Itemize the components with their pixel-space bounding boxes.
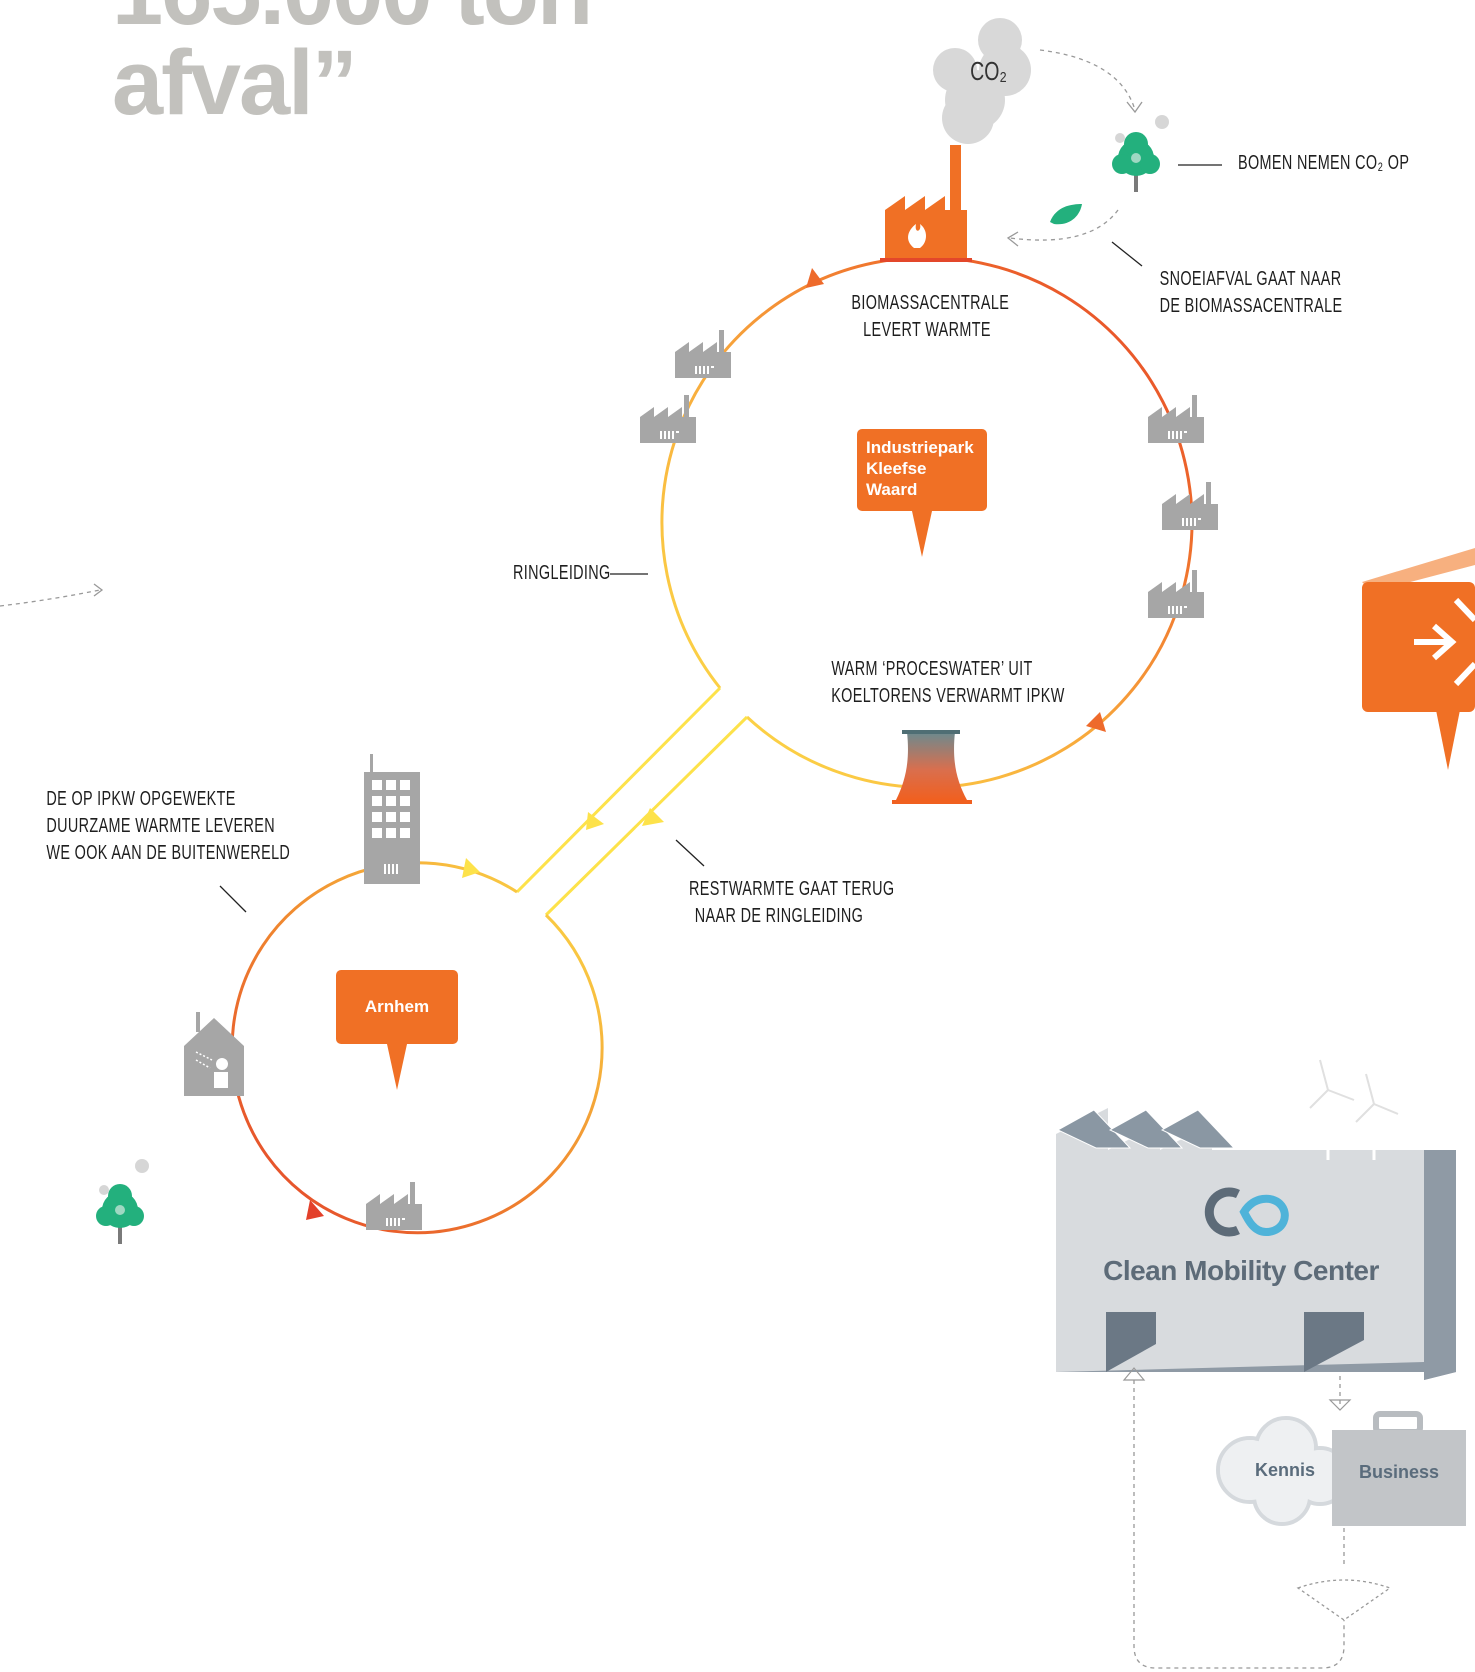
headline-line-1: 165.000 ton xyxy=(112,0,593,39)
factory-icon xyxy=(1148,395,1204,443)
factory-icon xyxy=(366,1182,422,1230)
cooling-tower-icon xyxy=(892,730,972,804)
flow-arrow xyxy=(806,268,824,288)
headline-line-2: afval” xyxy=(112,32,358,134)
trees-absorb-label: BOMEN NEMEN CO₂ OP xyxy=(1238,152,1410,174)
tree-icon xyxy=(96,1184,144,1244)
next-arrow-icon xyxy=(1362,548,1475,770)
biomass-plant-icon xyxy=(880,145,972,262)
office-building-icon xyxy=(364,754,420,884)
flow-arrow xyxy=(1086,712,1106,732)
flow-arrow xyxy=(586,812,604,830)
ringleiding-label: RINGLEIDING xyxy=(513,562,611,584)
headline: 165.000 ton afval” xyxy=(112,0,593,134)
outside-world-label: DE OP IPKW OPGEWEKTE DUURZAME WARMTE LEV… xyxy=(46,788,291,864)
clean-mobility-center-building xyxy=(1056,1059,1456,1380)
co2-label: CO₂ xyxy=(970,56,1007,86)
kennis-label: Kennis xyxy=(1254,1460,1315,1480)
co2-cloud-icon xyxy=(933,18,1031,144)
leaf-icon xyxy=(1050,204,1082,225)
cmc-logo-icon xyxy=(1204,1187,1240,1237)
tree-icon xyxy=(1112,132,1160,192)
factory-icon xyxy=(1148,570,1204,618)
biomass-label: BIOMASSACENTRALE LEVERT WARMTE xyxy=(851,292,1010,341)
flow-arrow xyxy=(306,1200,324,1220)
house-shower-icon xyxy=(184,1012,244,1096)
business-briefcase-icon xyxy=(1332,1411,1466,1526)
factory-icon xyxy=(675,330,731,378)
pruning-waste-label: SNOEIAFVAL GAAT NAAR DE BIOMASSACENTRALE xyxy=(1159,268,1343,317)
funnel-icon xyxy=(1296,1579,1392,1621)
residual-heat-label: RESTWARMTE GAAT TERUG NAAR DE RINGLEIDIN… xyxy=(689,878,895,927)
process-water-label: WARM ‘PROCESWATER’ UIT KOELTORENS VERWAR… xyxy=(831,658,1065,707)
ipkw-bubble: Industriepark Kleefse Waard xyxy=(857,429,987,511)
arnhem-bubble: Arnhem xyxy=(336,970,458,1044)
clean-mobility-center-title: Clean Mobility Center xyxy=(1103,1255,1379,1286)
business-label: Business xyxy=(1358,1462,1440,1482)
flow-arrow xyxy=(462,858,480,878)
flow-arrow xyxy=(642,808,664,826)
pipe-outgoing xyxy=(515,686,722,894)
ring-arnhem xyxy=(230,861,604,1235)
factory-icon xyxy=(640,395,696,443)
